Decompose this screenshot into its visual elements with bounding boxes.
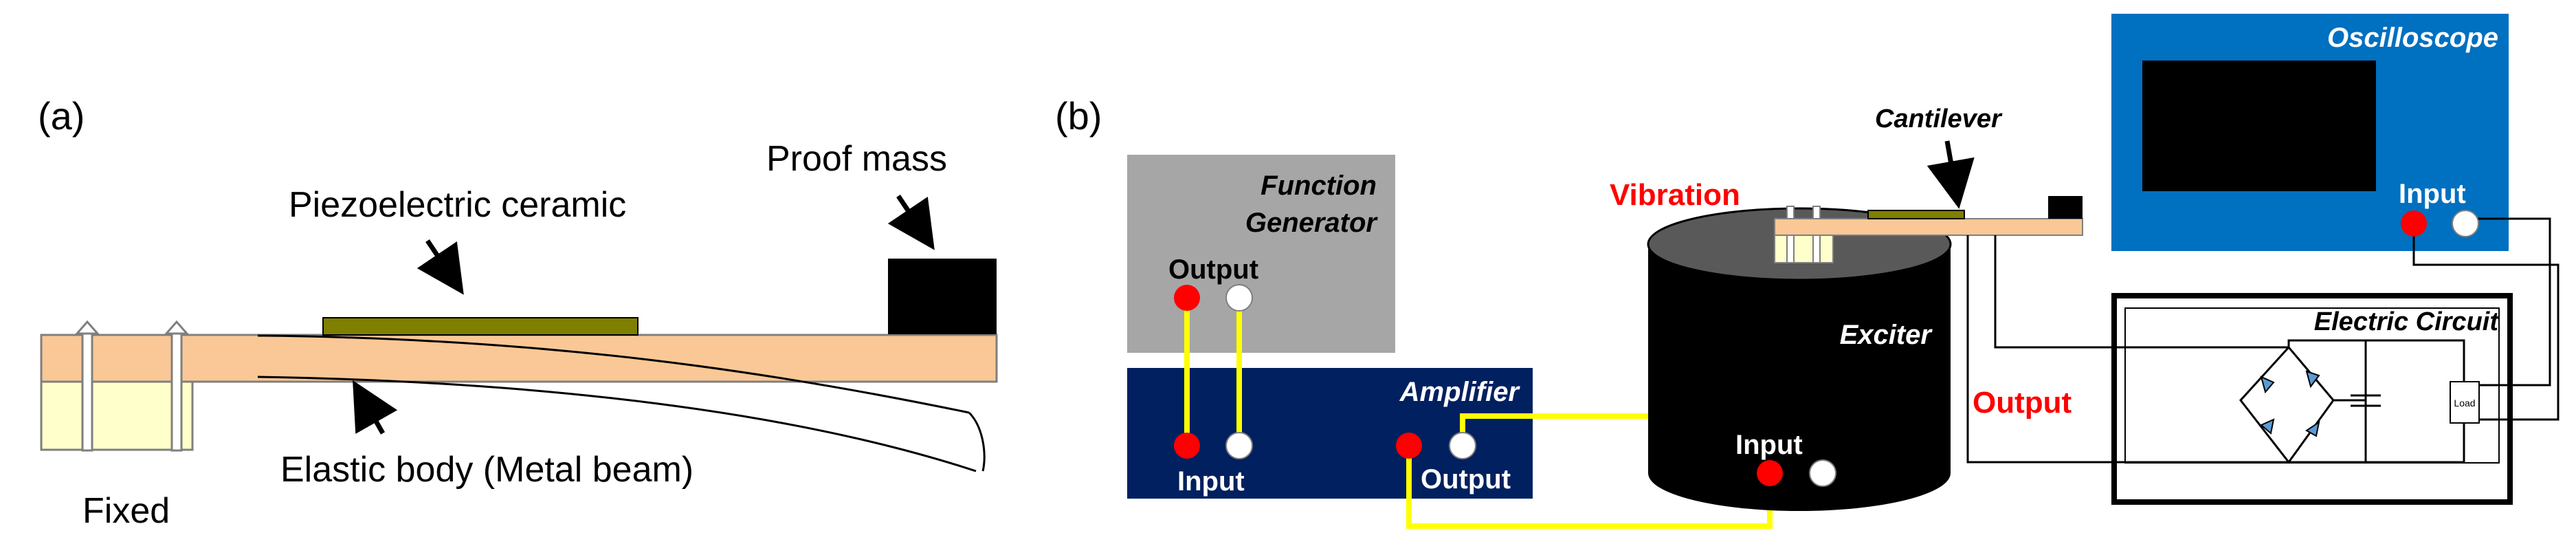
circuit-title: Electric Circuit	[2314, 307, 2500, 336]
exciter-title: Exciter	[1840, 320, 1933, 350]
function-generator-box	[1127, 155, 1395, 353]
piezo-layer	[322, 317, 639, 336]
elastic-label: Elastic body (Metal beam)	[280, 450, 693, 490]
proof-mass-arrow	[887, 195, 935, 250]
bolt-left	[74, 320, 100, 452]
diode-2-icon	[2305, 370, 2320, 389]
diode-4-icon	[2305, 420, 2320, 437]
oscilloscope-input-label: Input	[2399, 179, 2466, 209]
panel-b-label: (b)	[1055, 94, 1102, 138]
bolt-right	[164, 320, 190, 452]
deflection-curve-top	[257, 334, 970, 414]
amplifier-input-label: Input	[1177, 466, 1245, 497]
elastic-arrow	[353, 380, 398, 435]
vibration-label: Vibration	[1610, 178, 1740, 212]
cantilever-proof-mass	[2048, 196, 2083, 219]
cantilever-piezo	[1867, 210, 1965, 219]
metal-beam	[40, 334, 998, 383]
amplifier-output-label: Output	[1421, 464, 1511, 494]
proof-mass-label: Proof mass	[766, 139, 947, 179]
piezo-arrow	[417, 239, 464, 295]
deflection-curve-tip	[968, 411, 986, 472]
wire-load-osc-red	[2412, 224, 2560, 421]
function-generator-title-1: Function	[1261, 171, 1377, 201]
load-label: Load	[2454, 398, 2475, 409]
cantilever-beam	[1774, 218, 2083, 236]
output-label: Output	[1973, 386, 2072, 420]
exciter-input-label: Input	[1735, 430, 1803, 460]
amp-input-red-terminal	[1174, 433, 1200, 459]
proof-mass-block	[888, 259, 997, 334]
wire-piezo-bottom	[1966, 235, 2289, 464]
amp-output-red-terminal	[1396, 433, 1422, 459]
function-generator-title-2: Generator	[1245, 208, 1379, 238]
diode-1-icon	[2260, 376, 2275, 394]
wire-load-osc-white	[2465, 217, 2551, 387]
load-resistor	[2366, 339, 2480, 464]
exciter-input-red-terminal	[1757, 460, 1783, 486]
capacitor-icon	[2351, 340, 2381, 462]
oscilloscope-title: Oscilloscope	[2327, 23, 2498, 53]
amplifier-title: Amplifier	[1399, 377, 1521, 407]
exciter-input-white-terminal	[1809, 459, 1836, 487]
diode-3-icon	[2260, 418, 2275, 435]
cantilever-arrow	[1927, 140, 1975, 209]
amp-output-white-terminal	[1449, 432, 1476, 459]
fixed-label: Fixed	[82, 491, 170, 531]
piezo-label: Piezoelectric ceramic	[289, 185, 626, 225]
oscilloscope-screen	[2142, 61, 2376, 191]
fg-output-white-terminal	[1225, 284, 1253, 312]
panel-a-label: (a)	[38, 94, 85, 138]
amp-input-white-terminal	[1225, 432, 1253, 459]
wire-piezo-top	[1994, 235, 2289, 349]
function-generator-output-label: Output	[1168, 254, 1258, 285]
osc-input-white-terminal	[2452, 210, 2479, 237]
cantilever-label: Cantilever	[1875, 105, 2003, 133]
osc-input-red-terminal	[2401, 210, 2427, 237]
fg-output-red-terminal	[1174, 285, 1200, 311]
